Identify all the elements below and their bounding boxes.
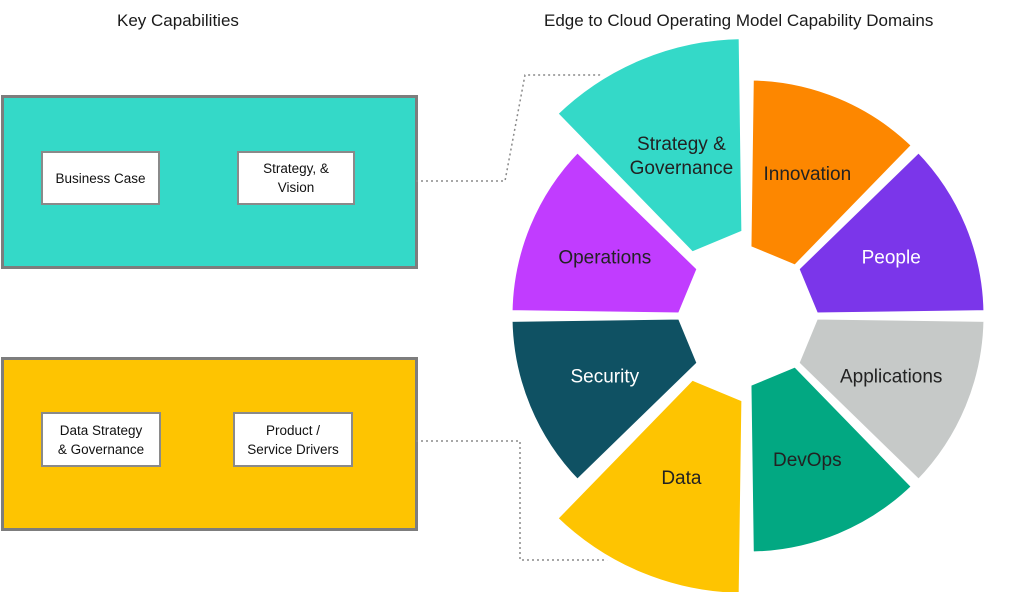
connector-data xyxy=(416,440,740,561)
data-capabilities-panel: Data Strategy & Governance Product / Ser… xyxy=(1,357,418,531)
domain-wedge-security xyxy=(507,314,703,486)
domain-segment-security: Security xyxy=(507,314,703,486)
domain-label-devops: DevOps xyxy=(773,450,842,471)
domain-segment-operations: Operations xyxy=(507,146,703,318)
capability-data-strategy-governance: Data Strategy & Governance xyxy=(41,412,161,467)
capability-business-case: Business Case xyxy=(41,151,160,205)
connector-strategy xyxy=(416,74,720,182)
domain-segment-people: People xyxy=(793,146,989,318)
strategy-capabilities-panel: Business Case Strategy, & Vision xyxy=(1,95,418,269)
key-capabilities-heading: Key Capabilities xyxy=(117,11,239,30)
domain-wedge-strategy-governance xyxy=(551,34,747,258)
domain-segment-devops: DevOps xyxy=(746,361,918,557)
domain-wedge-innovation xyxy=(746,75,918,271)
capability-domains-heading: Edge to Cloud Operating Model Capability… xyxy=(544,11,934,30)
domain-wedge-devops xyxy=(746,361,918,557)
domain-wedge-operations xyxy=(507,146,703,318)
domain-label-operations: Operations xyxy=(558,248,651,269)
domain-label-applications: Applications xyxy=(840,366,942,387)
domain-label-people: People xyxy=(862,248,921,269)
domain-wedge-applications xyxy=(793,314,989,486)
domain-segment-innovation: Innovation xyxy=(746,75,918,271)
domain-label-security: Security xyxy=(570,366,639,387)
domain-label-strategy-governance: Strategy &Governance xyxy=(630,134,734,179)
domain-label-data: Data xyxy=(661,468,702,489)
capability-product-service-drivers: Product / Service Drivers xyxy=(233,412,353,467)
domain-wedge-data xyxy=(551,374,747,592)
capability-strategy-vision: Strategy, & Vision xyxy=(237,151,355,205)
domain-segment-strategy-governance: Strategy &Governance xyxy=(551,34,747,258)
domain-wedge-people xyxy=(793,146,989,318)
domain-segment-applications: Applications xyxy=(793,314,989,486)
domain-segment-data: Data xyxy=(551,374,747,592)
domain-label-innovation: Innovation xyxy=(763,164,851,185)
